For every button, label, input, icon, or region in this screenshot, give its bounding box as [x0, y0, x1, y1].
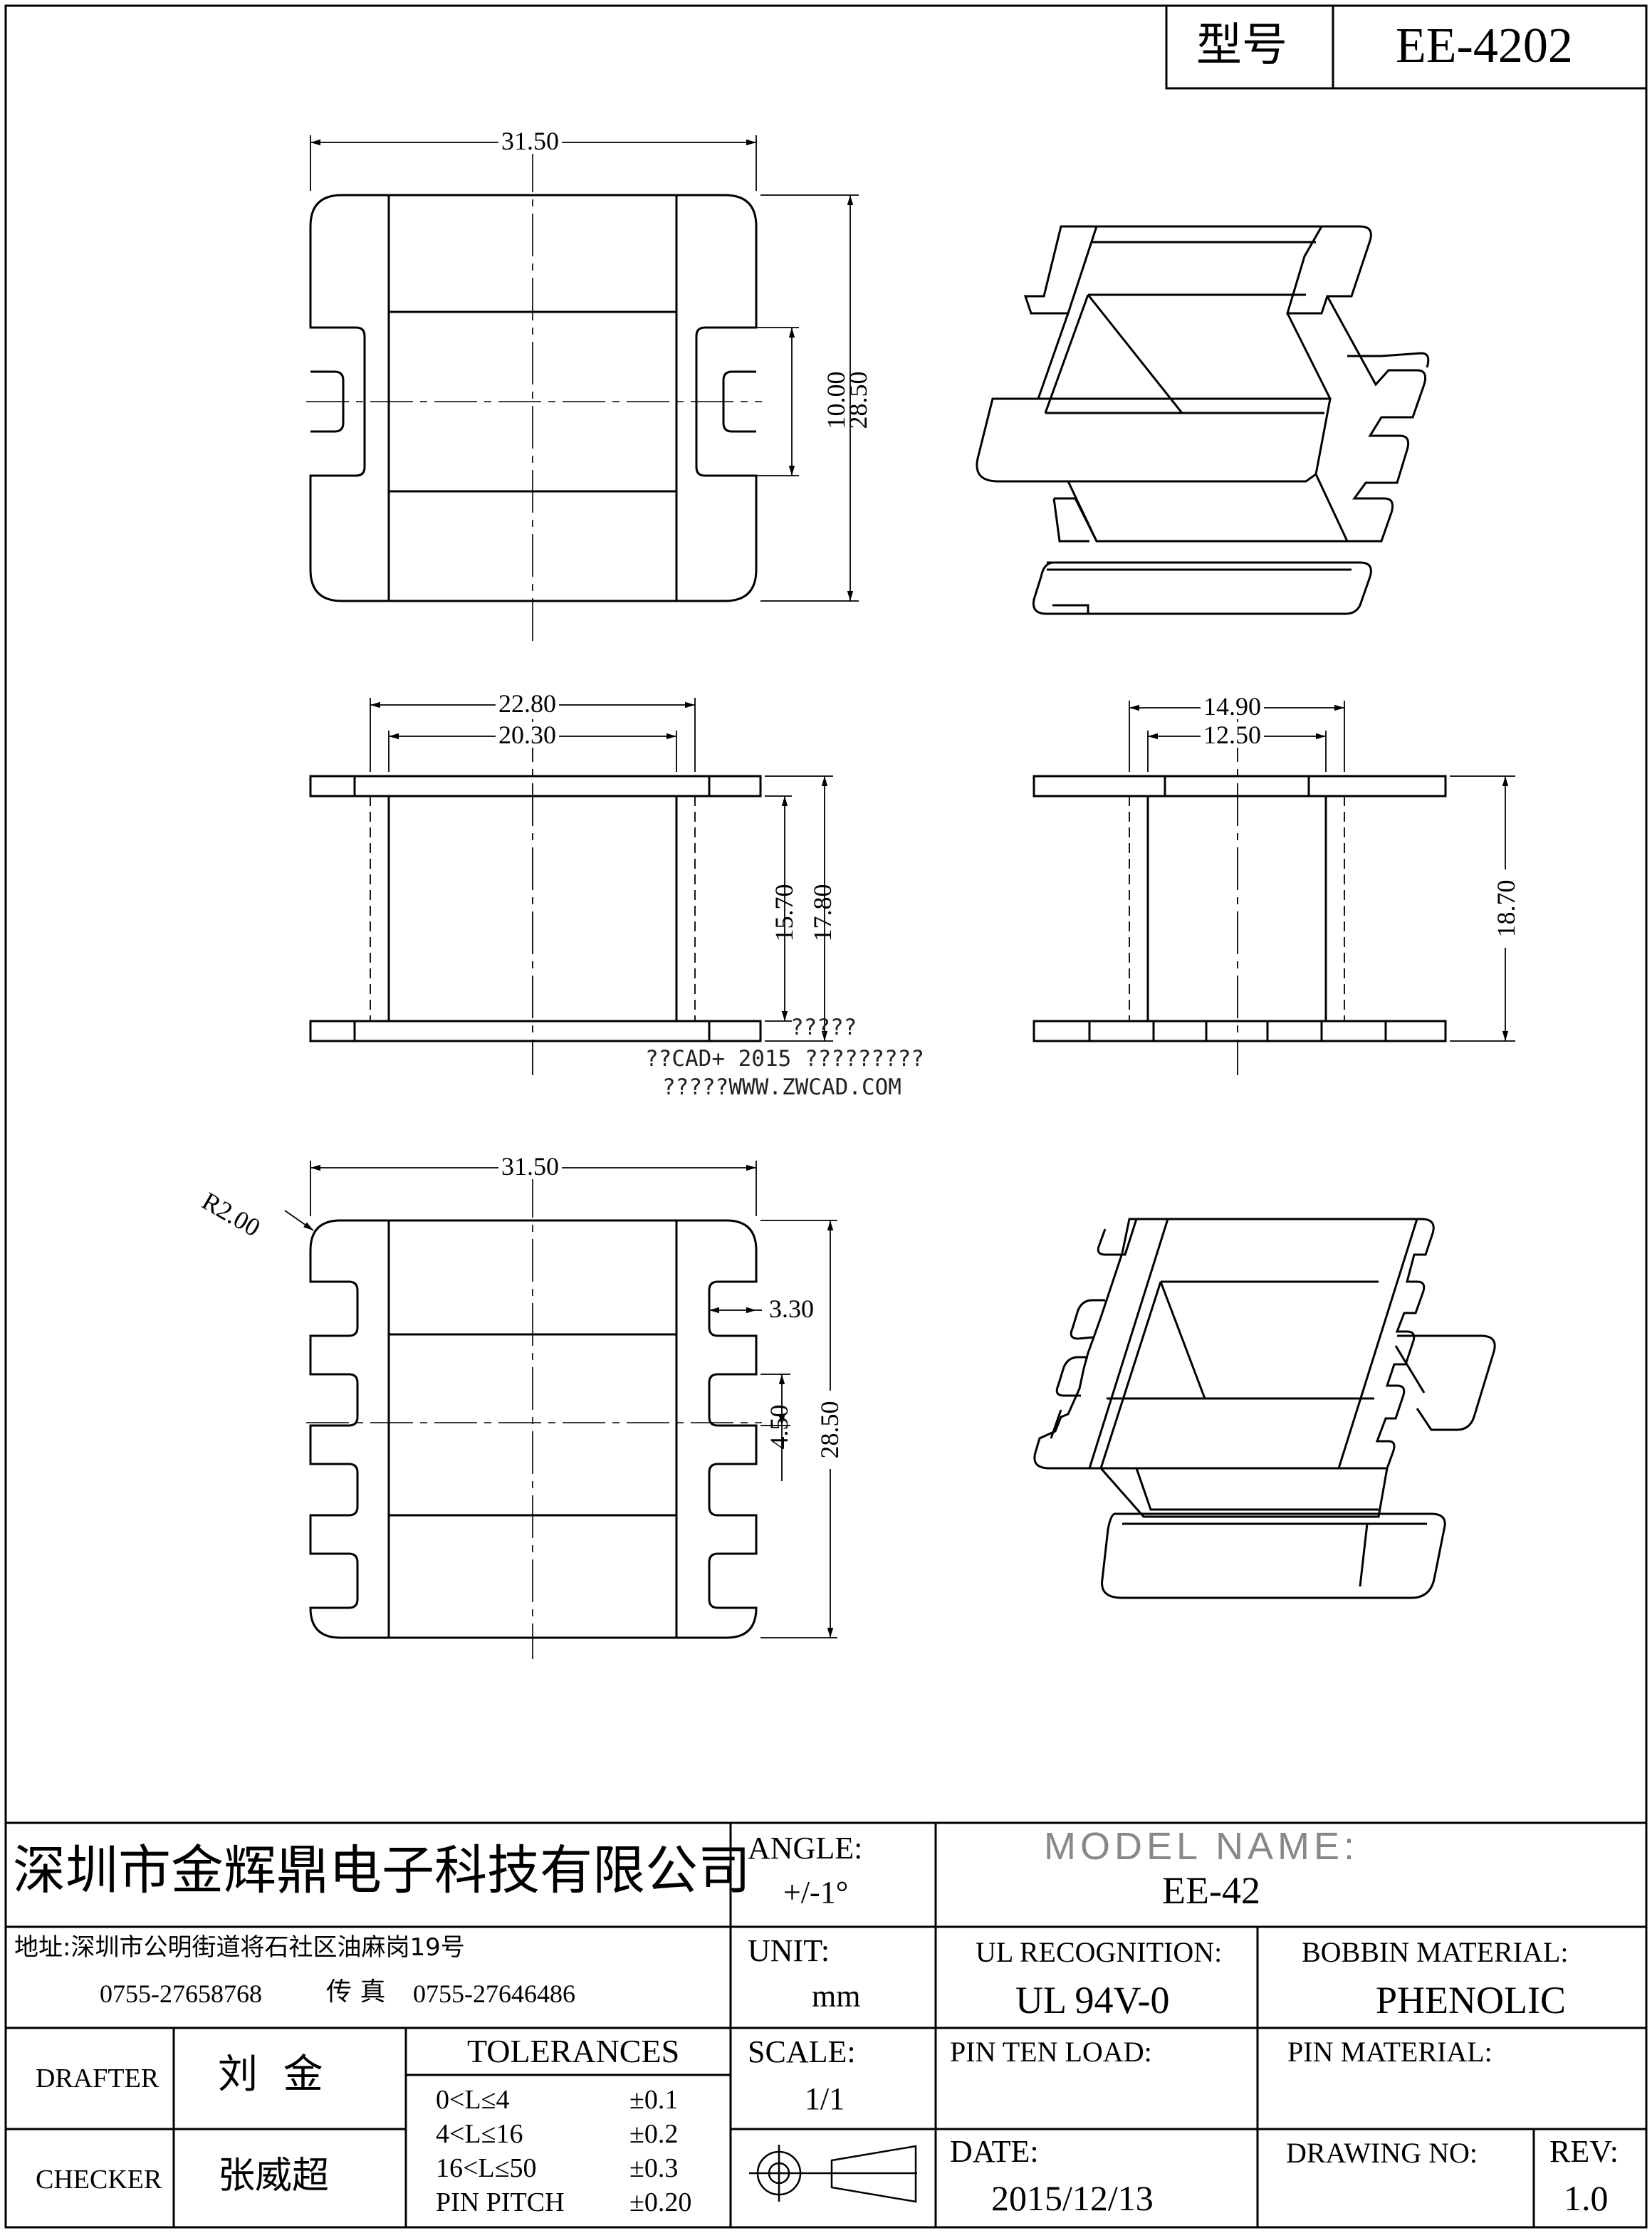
- bobbin-material-value: PHENOLIC: [1376, 1979, 1566, 2022]
- header-model-label: 型号: [1196, 19, 1287, 72]
- side-view: [1032, 775, 1447, 1042]
- tolerance-range: 4<L≤16: [436, 2119, 523, 2149]
- drafter-label: DRAFTER: [36, 2064, 160, 2093]
- dim-top-height: 28.50: [844, 371, 872, 429]
- side-view-hidden: [1129, 719, 1345, 1075]
- dim-front-h2: 17.80: [808, 884, 837, 942]
- model-name-label: MODEL NAME:: [1044, 1825, 1359, 1868]
- company-phone: 0755-27658768: [100, 1980, 262, 2008]
- tolerance-range: PIN PITCH: [436, 2187, 565, 2217]
- company-name: 深圳市金辉鼎电子科技有限公司: [13, 1840, 751, 1901]
- rev-label: REV:: [1549, 2134, 1619, 2169]
- ul-label: UL RECOGNITION:: [976, 1936, 1223, 1968]
- company-fax-label: 传 真: [326, 1977, 386, 2007]
- dim-bottom-height: 28.50: [815, 1391, 844, 1469]
- dim-side-height: 18.70: [1492, 869, 1520, 948]
- date-label: DATE:: [950, 2134, 1039, 2169]
- pin-ten-load-label: PIN TEN LOAD:: [950, 2036, 1152, 2068]
- watermark-line-2: ??CAD+ 2015 ?????????: [645, 1046, 924, 1072]
- bottom-view: [309, 1219, 758, 1639]
- bottom-view-dims: [284, 1161, 837, 1638]
- dim-front-outer: 22.80: [496, 691, 559, 716]
- dim-top-width: 31.50: [498, 128, 562, 154]
- model-name-value: EE-42: [1162, 1869, 1260, 1912]
- dim-front-inner: 20.30: [496, 722, 559, 748]
- dim-bottom-pin-length: 3.30: [769, 1295, 814, 1323]
- side-view-dims: [1129, 701, 1515, 1042]
- ul-value: UL 94V-0: [1015, 1979, 1170, 2022]
- title-block-grid: [6, 1821, 1646, 2227]
- tolerance-value: ±0.2: [629, 2119, 679, 2149]
- front-view-hidden: [370, 719, 696, 1075]
- dim-bottom-pin-pitch: 4.50: [765, 1404, 793, 1450]
- bottom-view-centerlines: [306, 1175, 762, 1659]
- unit-label: UNIT:: [748, 1933, 830, 1968]
- drafter-value: 刘 金: [218, 2051, 323, 2098]
- checker-label: CHECKER: [36, 2165, 162, 2195]
- iso-view-1: [976, 225, 1430, 615]
- tolerance-value: ±0.20: [629, 2187, 692, 2217]
- tolerances-label: TOLERANCES: [467, 2033, 680, 2069]
- front-view-dims: [370, 698, 833, 1042]
- unit-value: mm: [812, 1979, 861, 2014]
- tolerance-value: ±0.3: [629, 2153, 679, 2183]
- company-address: 地址:深圳市公明街道将石社区油麻岗19号: [14, 1933, 465, 1962]
- angle-value: +/-1°: [783, 1875, 849, 1910]
- tolerance-value: ±0.1: [629, 2085, 679, 2115]
- projection-symbol: [749, 2145, 917, 2203]
- top-view: [309, 194, 758, 602]
- dim-bottom-width: 31.50: [498, 1154, 562, 1179]
- scale-label: SCALE:: [748, 2034, 856, 2069]
- front-view: [309, 775, 762, 1042]
- drawing-no-label: DRAWING NO:: [1286, 2137, 1478, 2169]
- rev-value: 1.0: [1564, 2178, 1609, 2218]
- top-view-dims: [310, 135, 859, 602]
- pin-material-label: PIN MATERIAL:: [1287, 2036, 1492, 2068]
- watermark-line-3: ?????WWW.ZWCAD.COM: [662, 1074, 901, 1100]
- dim-front-h1: 15.70: [770, 884, 798, 942]
- scale-value: 1/1: [805, 2081, 845, 2116]
- bobbin-material-label: BOBBIN MATERIAL:: [1302, 1936, 1569, 1968]
- dim-side-outer: 14.90: [1201, 694, 1264, 719]
- watermark-line-1: ?????: [790, 1015, 857, 1040]
- tolerance-range: 16<L≤50: [436, 2153, 537, 2183]
- tolerance-range: 0<L≤4: [436, 2085, 510, 2115]
- angle-label: ANGLE:: [748, 1831, 863, 1866]
- date-value: 2015/12/13: [991, 2178, 1154, 2218]
- top-view-centerlines: [306, 150, 762, 641]
- drawing-frame: [4, 4, 1648, 2229]
- company-fax: 0755-27646486: [413, 1980, 575, 2008]
- header-model-value: EE-4202: [1396, 19, 1573, 73]
- iso-view-2: [1033, 1218, 1496, 1599]
- checker-value: 张威超: [218, 2155, 330, 2197]
- dim-side-inner: 12.50: [1201, 722, 1264, 748]
- header-model-box: [1165, 4, 1648, 90]
